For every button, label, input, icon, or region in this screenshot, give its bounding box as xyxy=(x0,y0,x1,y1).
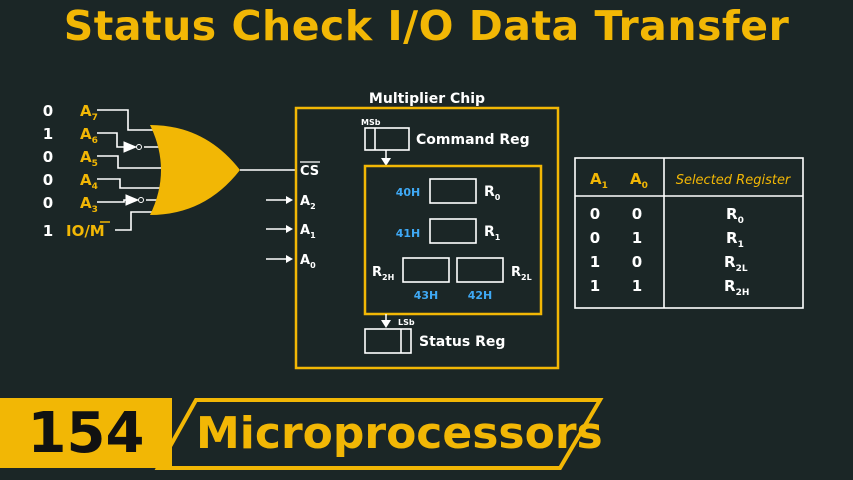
line-iom: IO/M xyxy=(66,222,105,240)
episode-number: 154 xyxy=(0,398,172,468)
command-reg-box xyxy=(364,127,410,151)
chip-cs-pin: CS xyxy=(300,164,319,179)
cell-a1: 1 xyxy=(590,253,600,271)
table-header-a1: A1 xyxy=(590,170,608,191)
table-row: 0 0 R0 xyxy=(590,205,744,226)
cell-a1: 0 xyxy=(590,229,600,247)
line-a6: A6 xyxy=(80,125,98,146)
addr-r2h: 43H xyxy=(414,289,439,302)
table-header-a0: A0 xyxy=(630,170,648,191)
status-reg-box xyxy=(364,328,412,354)
cell-register: R2L xyxy=(724,253,748,274)
cell-a1: 1 xyxy=(590,277,600,295)
decoder-inputs: 0 1 0 0 0 1 A7 A6 A5 A4 A3 IO/M xyxy=(43,102,296,240)
line-a5: A5 xyxy=(80,148,98,169)
table-row: 1 1 R2H xyxy=(590,277,750,298)
reg-r2h-label: R2H xyxy=(372,265,394,282)
line-a7: A7 xyxy=(80,102,98,123)
reg-r1-label: R1 xyxy=(484,224,501,242)
or-gate-icon xyxy=(150,125,240,215)
addr-r1: 41H xyxy=(396,227,421,240)
table-row: 1 0 R2L xyxy=(590,253,748,274)
cell-register: R0 xyxy=(726,205,744,226)
topic-label: Microprocessors xyxy=(196,407,603,459)
reg-r0-label: R0 xyxy=(484,184,501,202)
addr-r0: 40H xyxy=(396,186,421,199)
cell-a1: 0 xyxy=(590,205,600,223)
bit-a4: 0 xyxy=(43,171,53,189)
cell-a0: 1 xyxy=(632,229,642,247)
chip-pin-a0: A0 xyxy=(300,253,316,270)
reg-r2l-label: R2L xyxy=(511,265,532,282)
line-a3: A3 xyxy=(80,194,98,215)
chip-pin-a2: A2 xyxy=(300,194,316,211)
status-reg-label: Status Reg xyxy=(419,334,505,350)
table-header-selected: Selected Register xyxy=(676,173,792,188)
register-select-table: A1 A0 Selected Register 0 0 R0 0 1 R1 1 … xyxy=(574,157,804,309)
cell-a0: 0 xyxy=(632,205,642,223)
reg-r0-box xyxy=(429,178,477,204)
chip-label: Multiplier Chip xyxy=(369,91,485,107)
bit-iom: 1 xyxy=(43,222,53,240)
bit-a5: 0 xyxy=(43,148,53,166)
msb-label: MSb xyxy=(361,118,381,127)
bit-a3: 0 xyxy=(43,194,53,212)
table-row: 0 1 R1 xyxy=(590,229,744,250)
bit-a6: 1 xyxy=(43,125,53,143)
reg-r2h-box xyxy=(402,257,450,283)
reg-r1-box xyxy=(429,218,477,244)
addr-r2l: 42H xyxy=(468,289,493,302)
cell-a0: 0 xyxy=(632,253,642,271)
line-a4: A4 xyxy=(80,171,98,192)
multiplier-chip: Multiplier Chip CS A2 A1 A0 MSb Command … xyxy=(266,91,560,370)
cell-register: R1 xyxy=(726,229,744,250)
reg-r2l-box xyxy=(456,257,504,283)
command-reg-label: Command Reg xyxy=(416,132,530,148)
page-title: Status Check I/O Data Transfer xyxy=(63,2,790,50)
cell-register: R2H xyxy=(724,277,749,298)
chip-pin-a1: A1 xyxy=(300,223,316,240)
cell-a0: 1 xyxy=(632,277,642,295)
lsb-label: LSb xyxy=(398,318,415,327)
bit-a7: 0 xyxy=(43,102,53,120)
